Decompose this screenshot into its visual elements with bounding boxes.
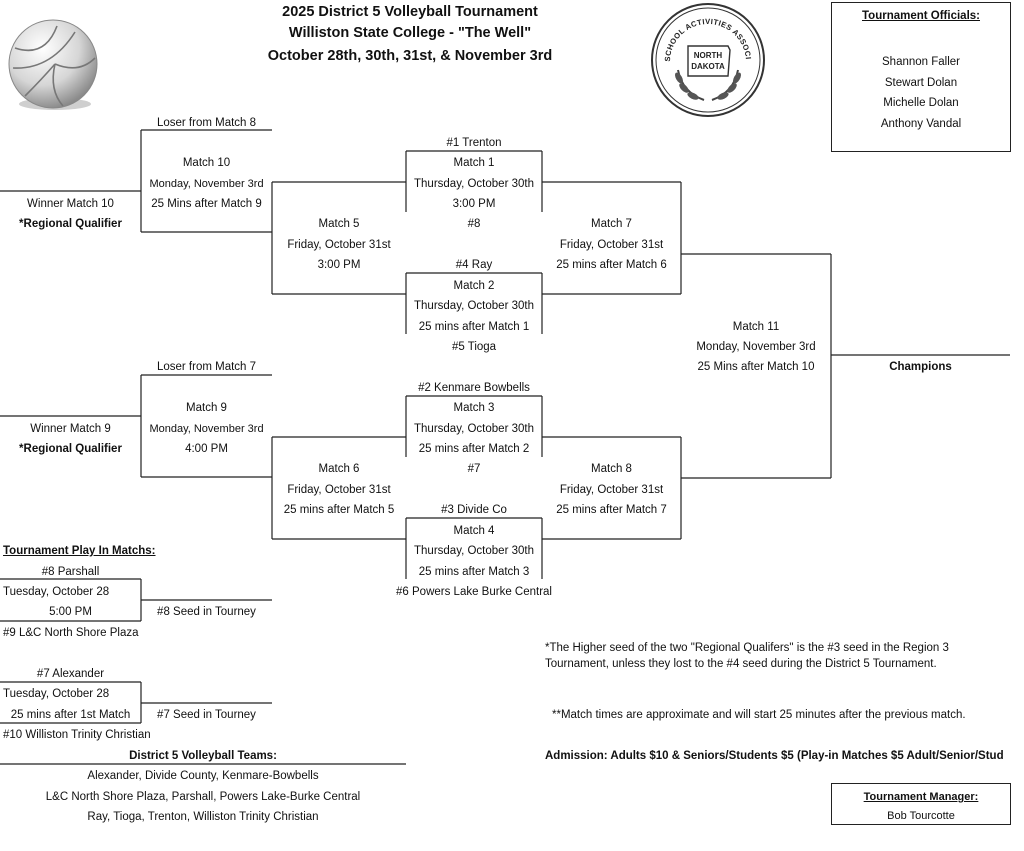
m4-top-seed: #3 Divide Co: [441, 504, 507, 516]
m9-winner: Winner Match 9: [30, 423, 111, 435]
m10-day: Monday, November 3rd: [149, 178, 264, 190]
m9-source: Loser from Match 7: [156, 361, 257, 373]
playin1-top-seed: #8 Parshall: [41, 566, 100, 578]
m3-name: Match 3: [453, 402, 495, 414]
m9-name: Match 9: [186, 402, 227, 414]
m7-name: Match 7: [591, 218, 632, 230]
m5-time: 3:00 PM: [317, 259, 361, 271]
m5-day: Friday, October 31st: [287, 239, 391, 251]
m10-regional-qualifier: *Regional Qualifier: [19, 218, 122, 230]
teams-line: Ray, Tioga, Trenton, Williston Trinity C…: [87, 811, 319, 823]
officials-heading: Tournament Officials:: [862, 10, 980, 22]
m9-regional-qualifier: *Regional Qualifier: [19, 443, 122, 455]
m8-day: Friday, October 31st: [559, 484, 664, 496]
playin2-top-seed: #7 Alexander: [36, 668, 105, 680]
m6-day: Friday, October 31st: [287, 484, 391, 496]
admission-note: Admission: Adults $10 & Seniors/Students…: [545, 750, 1004, 762]
teams-line: L&C North Shore Plaza, Parshall, Powers …: [45, 791, 361, 803]
m11-day: Monday, November 3rd: [696, 341, 816, 353]
playin1-time: 5:00 PM: [49, 606, 92, 618]
m2-name: Match 2: [453, 280, 495, 292]
m5-name: Match 5: [318, 218, 360, 230]
ndhsaa-seal-logo: HIGH SCHOOL ACTIVITIES ASSOCIATION NORTH…: [648, 0, 765, 117]
playin-heading: Tournament Play In Matchs:: [3, 545, 156, 557]
m3-time: 25 mins after Match 2: [418, 443, 530, 455]
m10-source: Loser from Match 8: [156, 117, 257, 129]
teams-line: Alexander, Divide County, Kenmare-Bowbel…: [87, 770, 319, 782]
seed-note-line2: Tournament, unless they lost to the #4 s…: [545, 658, 937, 670]
m1-time: 3:00 PM: [452, 198, 496, 210]
manager-name: Bob Tourcotte: [887, 810, 955, 822]
venue-subtitle: Williston State College - "The Well": [288, 25, 532, 41]
playin1-bottom-seed: #9 L&C North Shore Plaza: [3, 627, 139, 639]
m2-day: Thursday, October 30th: [414, 300, 534, 312]
m7-time: 25 mins after Match 6: [556, 259, 667, 271]
svg-text:NORTH: NORTH: [694, 51, 723, 60]
m2-bottom-seed: #5 Tioga: [451, 341, 497, 353]
m9-time: 4:00 PM: [185, 443, 228, 455]
playin2-result: #7 Seed in Tourney: [157, 709, 256, 721]
champions-label: Champions: [889, 361, 952, 373]
m4-name: Match 4: [453, 525, 495, 537]
m2-time: 25 mins after Match 1: [418, 321, 530, 333]
official-name: Michelle Dolan: [883, 97, 959, 109]
m10-time: 25 Mins after Match 9: [151, 198, 262, 210]
playin2-bottom-seed: #10 Williston Trinity Christian: [3, 729, 151, 741]
m11-time: 25 Mins after Match 10: [697, 361, 815, 373]
m2-top-seed: #4 Ray: [455, 259, 493, 271]
m4-day: Thursday, October 30th: [414, 545, 534, 557]
m6-time: 25 mins after Match 5: [283, 504, 395, 516]
m8-time: 25 mins after Match 7: [556, 504, 667, 516]
playin1-day: Tuesday, October 28: [3, 586, 110, 598]
official-name: Stewart Dolan: [884, 77, 958, 89]
m1-day: Thursday, October 30th: [414, 178, 534, 190]
m3-top-seed: #2 Kenmare Bowbells: [418, 382, 530, 394]
official-name: Shannon Faller: [882, 56, 960, 68]
seed-note-line1: *The Higher seed of the two "Regional Qu…: [545, 642, 949, 654]
m3-day: Thursday, October 30th: [414, 423, 534, 435]
svg-text:DAKOTA: DAKOTA: [691, 62, 725, 71]
page-title: 2025 District 5 Volleyball Tournament: [282, 4, 538, 20]
m10-winner: Winner Match 10: [27, 198, 114, 210]
manager-heading: Tournament Manager:: [863, 791, 979, 803]
m11-name: Match 11: [732, 321, 780, 333]
officials-box: Tournament Officials: Shannon Faller Ste…: [831, 2, 1011, 152]
m1-bottom-seed: #8: [467, 218, 481, 230]
m7-day: Friday, October 31st: [559, 239, 664, 251]
m10-name: Match 10: [182, 157, 231, 169]
dates-subtitle: October 28th, 30th, 31st, & November 3rd: [267, 48, 553, 64]
m6-name: Match 6: [318, 463, 360, 475]
playin2-day: Tuesday, October 28: [3, 688, 110, 700]
m4-bottom-seed: #6 Powers Lake Burke Central: [396, 586, 552, 598]
teams-heading: District 5 Volleyball Teams:: [129, 750, 277, 762]
m3-bottom-seed: #7: [467, 463, 481, 475]
m4-time: 25 mins after Match 3: [418, 566, 530, 578]
m8-name: Match 8: [591, 463, 632, 475]
volleyball-icon: [8, 19, 98, 110]
m1-top-seed: #1 Trenton: [446, 137, 502, 149]
manager-box: Tournament Manager: Bob Tourcotte: [831, 783, 1011, 825]
m1-name: Match 1: [453, 157, 495, 169]
times-note: **Match times are approximate and will s…: [552, 709, 966, 721]
playin1-result: #8 Seed in Tourney: [157, 606, 256, 618]
official-name: Anthony Vandal: [880, 118, 962, 130]
playin2-time: 25 mins after 1st Match: [10, 709, 131, 721]
m9-day: Monday, November 3rd: [149, 423, 264, 435]
